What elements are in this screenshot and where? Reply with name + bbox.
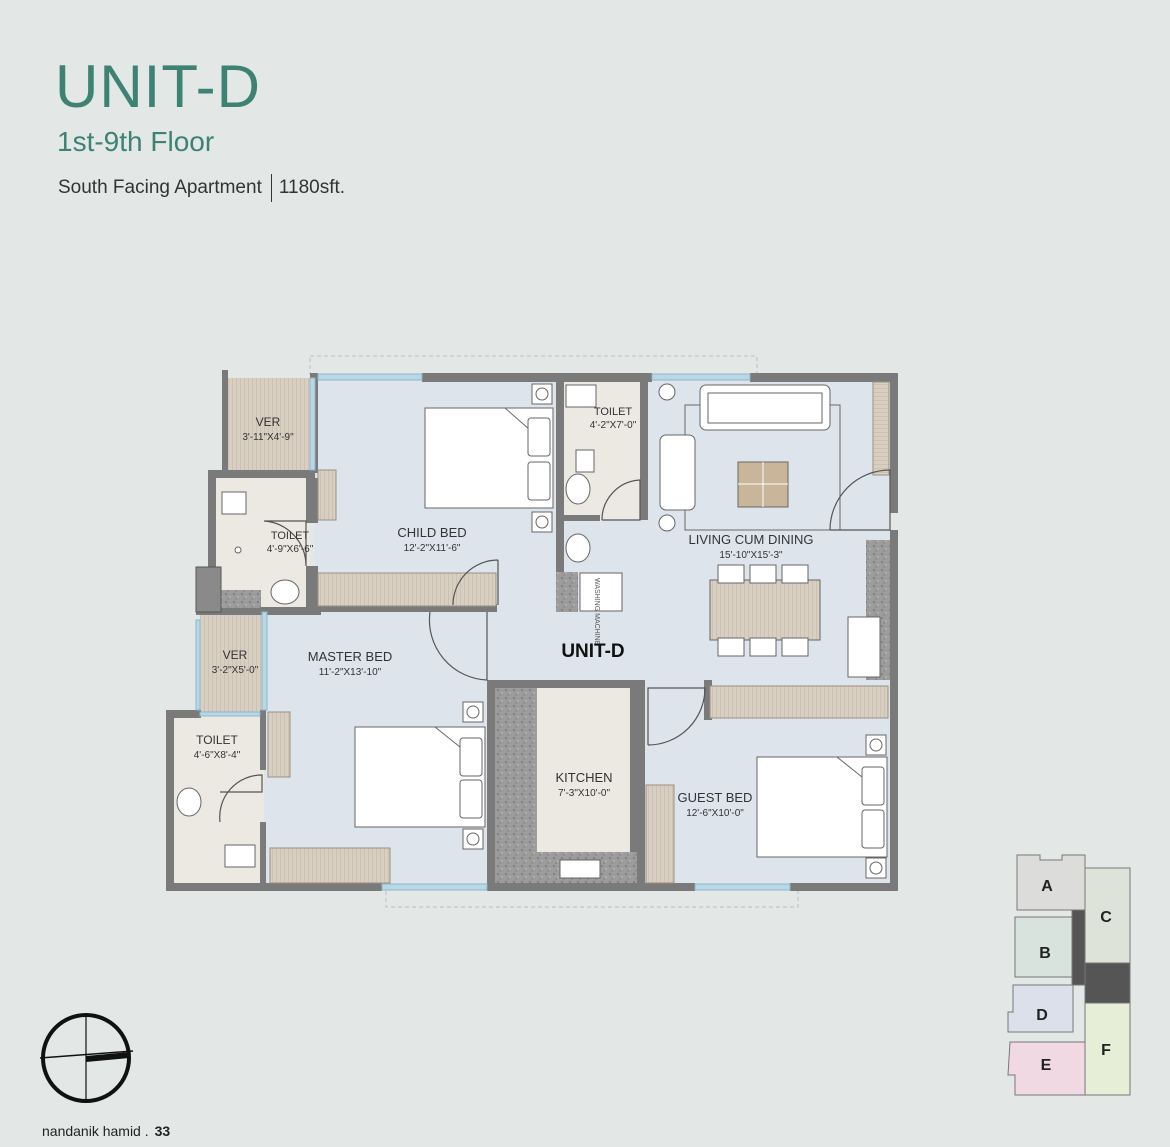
toilet-child-name: TOILET (271, 530, 310, 542)
key-unit-e (1007, 1041, 1086, 1096)
guest-bed-size: 12'-6"X10'-0" (686, 808, 744, 819)
living-name: LIVING CUM DINING (689, 532, 814, 547)
facing-label: South Facing Apartment (58, 177, 262, 198)
apartment-meta: South Facing Apartment 1180sft. (58, 174, 345, 202)
key-plan-labels: A B C D E F (1036, 878, 1112, 1074)
side-tables (462, 383, 887, 879)
key-label-c: C (1100, 909, 1112, 926)
living-size: 15'-10"X15'-3" (719, 550, 783, 561)
ver-mid-size: 3'-2"X5'-0" (212, 665, 259, 676)
meta-divider (270, 174, 272, 202)
key-label-e: E (1041, 1057, 1052, 1074)
kitchen-name: KITCHEN (555, 770, 612, 785)
key-label-d: D (1036, 1007, 1048, 1024)
living-furniture (658, 383, 881, 678)
washing-machine (579, 572, 623, 612)
key-unit-a (1016, 854, 1086, 911)
key-unit-d (1007, 984, 1074, 1033)
master-bed-size: 11'-2"X13'-10" (319, 667, 382, 678)
page-number: 33 (154, 1123, 171, 1139)
publisher-name: nandanik hamid . (42, 1123, 149, 1139)
key-unit-b (1014, 916, 1073, 978)
guest-bed-name: GUEST BED (678, 790, 753, 805)
ver-mid-name: VER (223, 648, 248, 662)
key-label-a: A (1041, 878, 1053, 895)
key-core (1071, 909, 1086, 986)
key-label-f: F (1101, 1042, 1111, 1059)
wardrobes (267, 381, 890, 884)
balcony-outline-top (309, 355, 758, 375)
toilet-child-size: 4'-9"X6'-6" (267, 544, 314, 555)
child-bed-size: 12'-2"X11'-6" (404, 543, 461, 554)
windows (195, 373, 791, 891)
floor-subtitle: 1st-9th Floor (57, 126, 215, 157)
ver-top-name: VER (256, 415, 281, 429)
walls (166, 370, 898, 891)
ver-top-size: 3'-11"X4'-9" (242, 432, 294, 443)
toilet-top-size: 4'-2"X7'-0" (590, 420, 637, 431)
page-title: UNIT-D (55, 53, 261, 120)
key-unit-c (1084, 867, 1131, 964)
beds (354, 407, 888, 858)
kitchen-size: 7'-3"X10'-0" (558, 788, 611, 799)
page-footer: nandanik hamid . 33 (42, 1123, 170, 1139)
master-bed-name: MASTER BED (308, 649, 393, 664)
toilet-master-name: TOILET (196, 733, 238, 747)
unit-label: UNIT-D (561, 641, 624, 662)
compass-icon (39, 1013, 134, 1103)
door-swings (219, 469, 891, 823)
bath-fixtures (176, 384, 623, 879)
washing-machine-label: WASHING MACHINE (593, 578, 600, 646)
balcony-outline-bottom (385, 888, 799, 908)
toilet-top-name: TOILET (594, 406, 633, 418)
key-label-b: B (1039, 945, 1051, 962)
area-label: 1180sft. (278, 177, 346, 198)
toilet-master-size: 4'-6"X8'-4" (194, 750, 241, 761)
child-bed-name: CHILD BED (397, 525, 466, 540)
key-plan (1007, 854, 1131, 1096)
